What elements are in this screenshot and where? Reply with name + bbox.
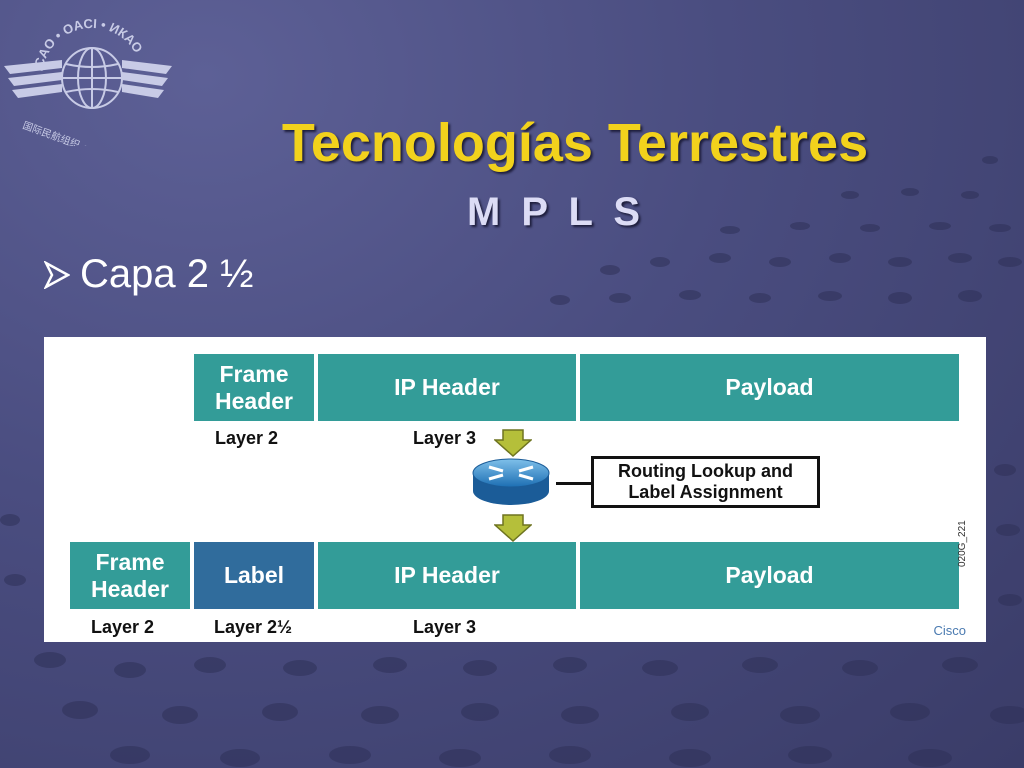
down-arrow-icon [494, 514, 532, 542]
bottom-layer2-label: Layer 2 [91, 617, 155, 637]
bottom-layer2half-label: Layer 2½ [214, 617, 293, 637]
bottom-frame-header-box: Frame Header [70, 542, 190, 609]
routing-lookup-box: Routing Lookup and Label Assignment [591, 456, 820, 508]
top-layer3-label: Layer 3 [413, 428, 477, 448]
bullet-text: Capa 2 ½ [80, 252, 254, 296]
top-frame-header-box: Frame Header [194, 354, 314, 421]
icao-logo: ICAO • OACI • ИКАО 国际民航组织 • ايكاو [4, 16, 172, 146]
figure-code: 020G_221 [957, 520, 968, 567]
mpls-diagram: Frame Header IP Header Payload Layer 2 L… [44, 337, 986, 642]
bottom-layer3-label: Layer 3 [413, 617, 477, 637]
process-connector-line [556, 482, 592, 485]
bottom-label-box: Label [194, 542, 314, 609]
slide-title: Tecnologías Terrestres [281, 113, 869, 173]
top-layer2-label: Layer 2 [215, 428, 279, 448]
bullet-item: Capa 2 ½ [44, 252, 253, 297]
bottom-ip-header-box: IP Header [318, 542, 576, 609]
slide-subtitle: M P L S [466, 190, 645, 234]
down-arrow-icon [494, 429, 532, 457]
top-ip-header-box: IP Header [318, 354, 576, 421]
top-payload-box: Payload [580, 354, 959, 421]
router-icon [472, 458, 550, 505]
cisco-credit: Cisco [933, 623, 966, 638]
arrow-bullet-icon [44, 260, 70, 289]
bottom-payload-box: Payload [580, 542, 959, 609]
